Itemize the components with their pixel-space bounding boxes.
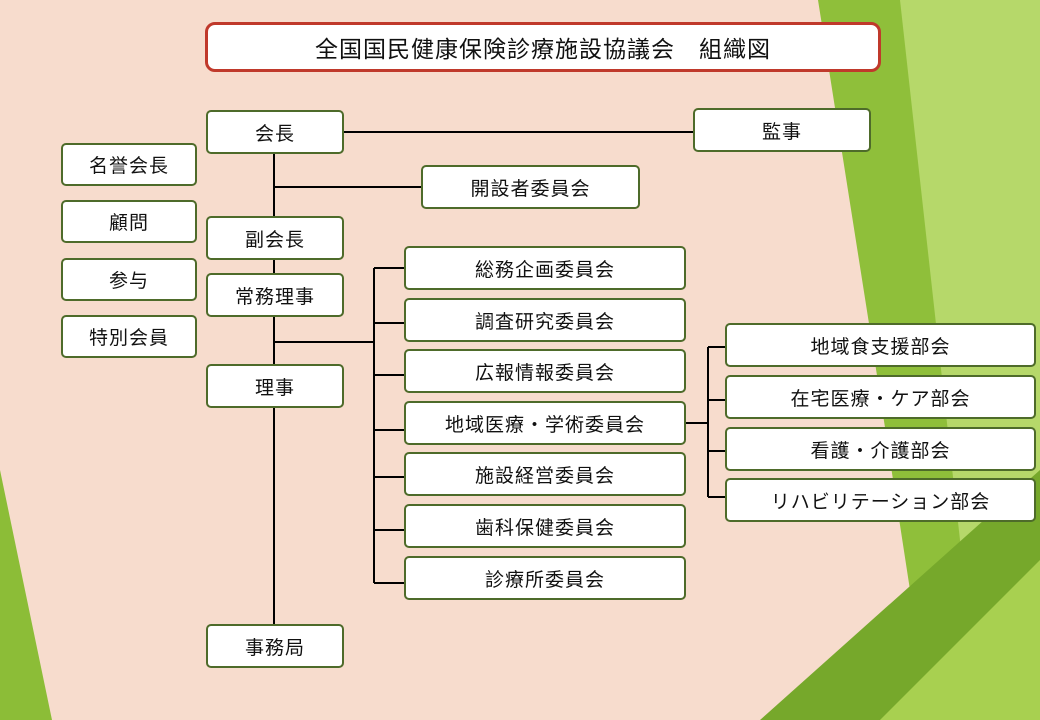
subcommittee-box: 在宅医療・ケア部会 [725, 375, 1036, 419]
committee-box: 調査研究委員会 [404, 298, 686, 342]
bottom-green-highlight [880, 560, 1040, 720]
founders-committee-box: 開設者委員会 [421, 165, 640, 209]
honorary-position-box: 特別会員 [61, 315, 197, 358]
left-green-wedge [0, 470, 52, 720]
committee-box: 広報情報委員会 [404, 349, 686, 393]
committee-box: 歯科保健委員会 [404, 504, 686, 548]
page-title: 全国国民健康保険診療施設協議会 組織図 [205, 22, 881, 72]
committee-box: 地域医療・学術委員会 [404, 401, 686, 445]
auditor-box: 監事 [693, 108, 871, 152]
committee-box: 総務企画委員会 [404, 246, 686, 290]
president-box: 会長 [206, 110, 344, 154]
honorary-position-box: 名誉会長 [61, 143, 197, 186]
directors-box: 理事 [206, 364, 344, 408]
secretariat-box: 事務局 [206, 624, 344, 668]
subcommittee-box: リハビリテーション部会 [725, 478, 1036, 522]
honorary-position-box: 顧問 [61, 200, 197, 243]
honorary-position-box: 参与 [61, 258, 197, 301]
executive-directors-box: 常務理事 [206, 273, 344, 317]
vice-president-box: 副会長 [206, 216, 344, 260]
subcommittee-box: 看護・介護部会 [725, 427, 1036, 471]
committee-box: 施設経営委員会 [404, 452, 686, 496]
subcommittee-box: 地域食支援部会 [725, 323, 1036, 367]
committee-box: 診療所委員会 [404, 556, 686, 600]
